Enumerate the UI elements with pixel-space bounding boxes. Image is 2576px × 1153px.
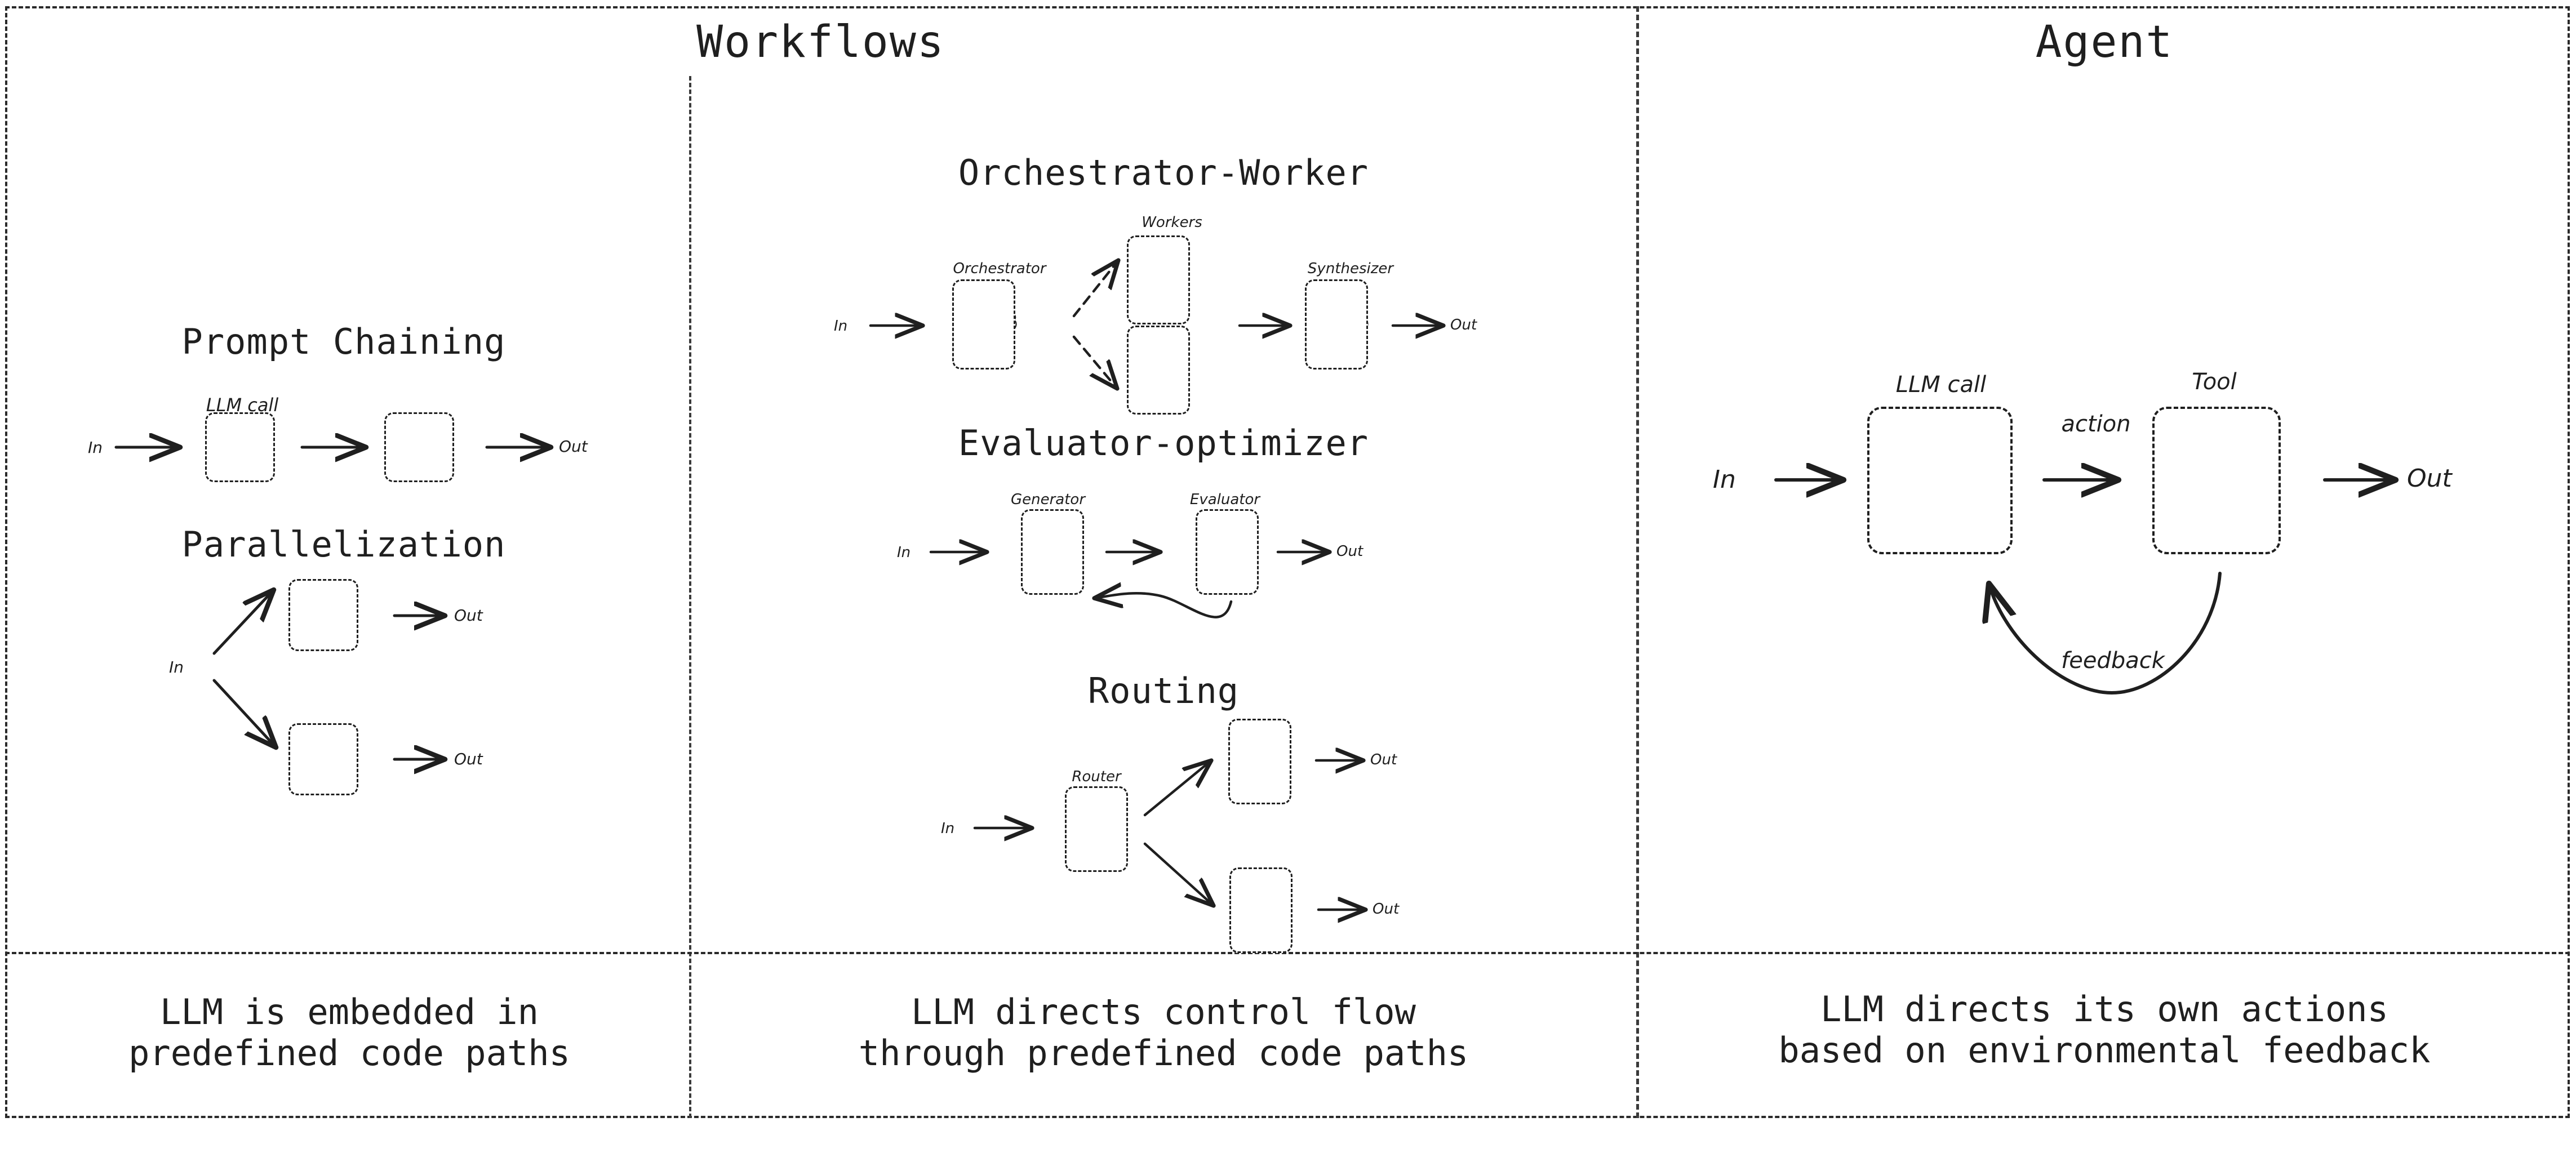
- workflows-agent-divider: [1636, 6, 1639, 1118]
- routing-title: Routing: [1087, 670, 1240, 711]
- agent-tool-node[interactable]: [2152, 407, 2281, 554]
- worker-node-1[interactable]: [1127, 235, 1190, 324]
- agent-input-label: In: [1713, 465, 1736, 494]
- prompt-chaining-llm-node-1[interactable]: [205, 412, 275, 482]
- prompt-chaining-input-label: In: [88, 438, 103, 457]
- parallelization-llm-node-1[interactable]: [288, 579, 358, 651]
- workflows-left-caption: LLM is embedded in predefined code paths: [128, 991, 570, 1074]
- orchestrator-worker-output-label: Out: [1450, 317, 1477, 333]
- workflows-right-caption: LLM directs control flow through predefi…: [858, 991, 1469, 1074]
- synthesizer-label: Synthesizer: [1307, 260, 1394, 277]
- prompt-chaining-node-label: LLM call: [206, 394, 279, 416]
- evaluator-optimizer-arrows: [929, 552, 1330, 618]
- workflows-column-divider: [689, 76, 691, 1118]
- routing-output-bottom-label: Out: [1373, 901, 1400, 918]
- prompt-chaining-title: Prompt Chaining: [181, 321, 506, 362]
- agent-feedback-label: feedback: [2061, 648, 2165, 674]
- router-label: Router: [1072, 768, 1121, 785]
- prompt-chaining-output-label: Out: [559, 437, 588, 456]
- evaluator-optimizer-output-label: Out: [1336, 543, 1363, 560]
- agent-llm-call-label: LLM call: [1895, 372, 1987, 398]
- parallelization-title: Parallelization: [181, 524, 506, 565]
- prompt-chaining-llm-node-2[interactable]: [384, 412, 454, 482]
- agent-output-label: Out: [2407, 464, 2452, 493]
- routing-input-label: In: [941, 820, 955, 837]
- caption-divider: [5, 952, 2570, 954]
- parallelization-input-label: In: [169, 658, 184, 676]
- orchestrator-label: Orchestrator: [953, 260, 1046, 277]
- evaluator-node[interactable]: [1196, 509, 1259, 595]
- generator-node[interactable]: [1021, 509, 1084, 595]
- agent-llm-node[interactable]: [1867, 407, 2013, 554]
- evaluator-optimizer-title: Evaluator-optimizer: [958, 422, 1369, 464]
- orchestrator-workers-label: Workers: [1142, 214, 1202, 231]
- worker-node-2[interactable]: [1127, 326, 1190, 415]
- router-node[interactable]: [1065, 786, 1128, 872]
- routing-target-node-1[interactable]: [1228, 719, 1291, 804]
- generator-label: Generator: [1010, 491, 1086, 508]
- orchestrator-worker-input-label: In: [834, 318, 848, 335]
- routing-output-top-label: Out: [1370, 751, 1397, 768]
- routing-target-node-2[interactable]: [1229, 867, 1293, 953]
- agent-caption: LLM directs its own actions based on env…: [1778, 989, 2431, 1071]
- parallelization-output-bottom-label: Out: [454, 750, 483, 768]
- agent-tool-label: Tool: [2192, 369, 2237, 395]
- evaluator-optimizer-input-label: In: [897, 544, 911, 561]
- orchestrator-worker-title: Orchestrator-Worker: [958, 152, 1369, 193]
- agent-action-label: action: [2061, 411, 2131, 437]
- synthesizer-node[interactable]: [1305, 279, 1368, 370]
- evaluator-label: Evaluator: [1189, 491, 1260, 508]
- workflows-column-header: Workflows: [696, 17, 945, 68]
- agent-column-header: Agent: [2035, 17, 2174, 68]
- parallelization-output-top-label: Out: [454, 606, 483, 625]
- orchestrator-node[interactable]: [952, 279, 1015, 370]
- parallelization-llm-node-2[interactable]: [288, 723, 358, 795]
